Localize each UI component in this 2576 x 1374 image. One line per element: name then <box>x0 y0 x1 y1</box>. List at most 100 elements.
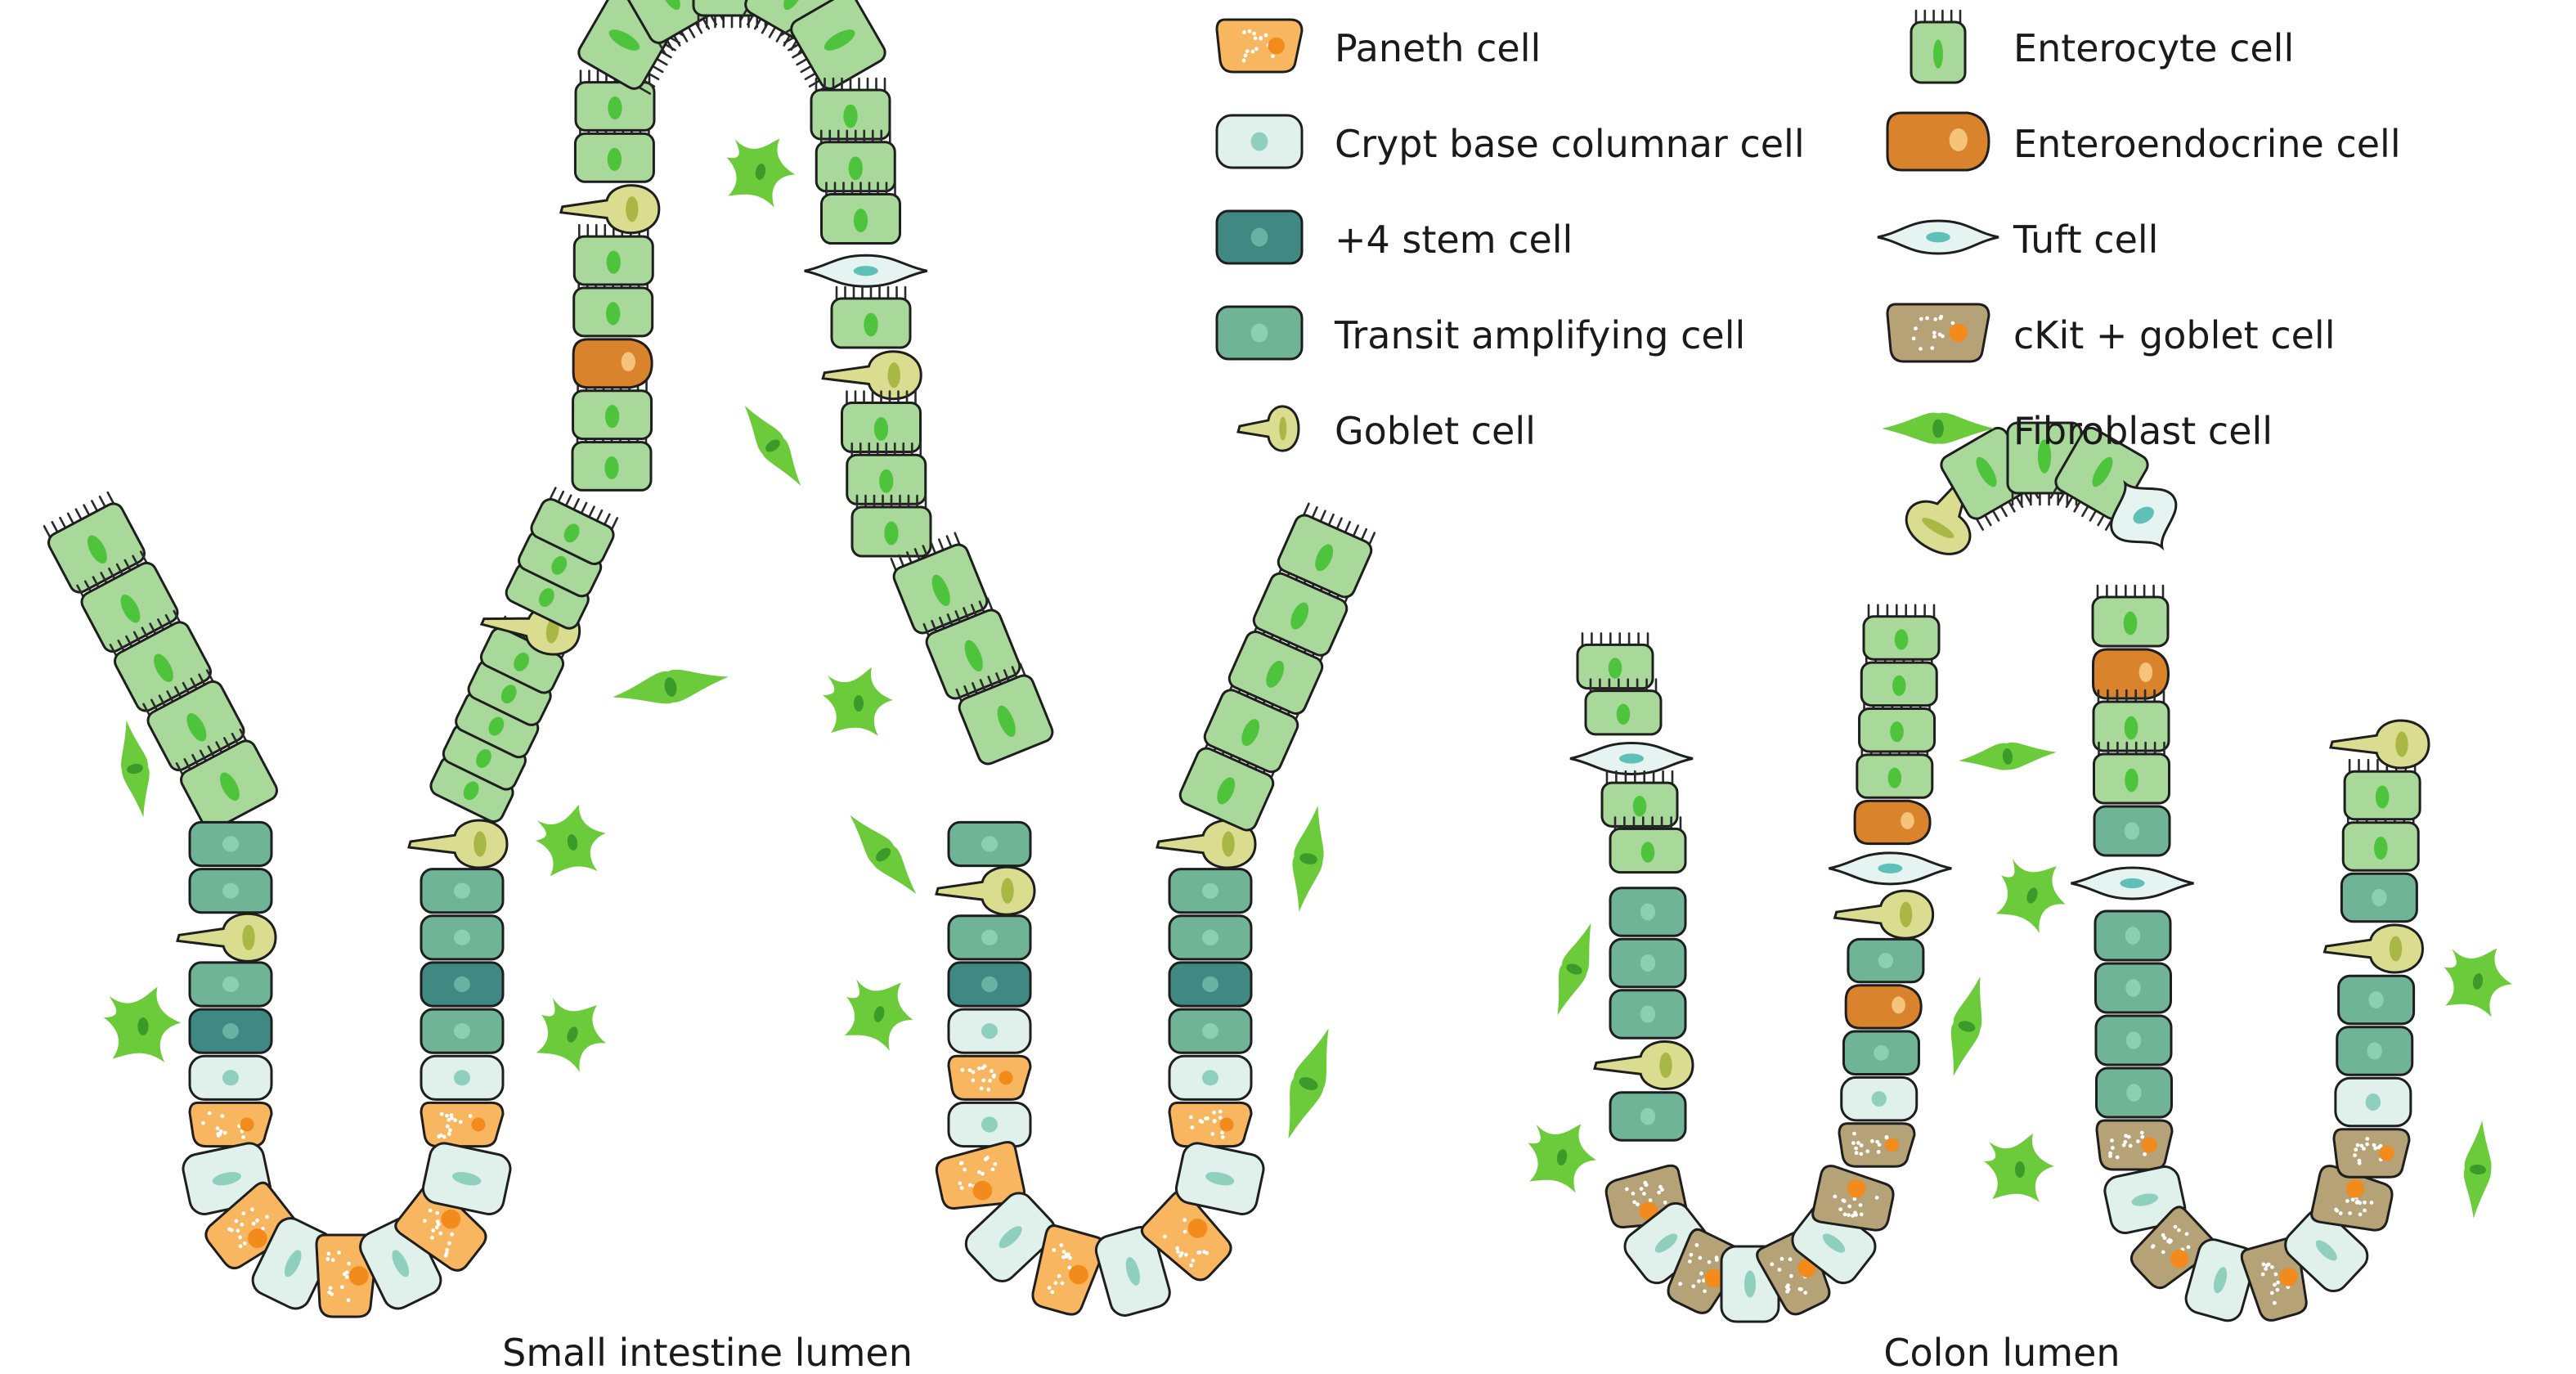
cell-ta-104 <box>1842 1030 1920 1075</box>
cell-enteroendocrine-109 <box>1853 799 1932 846</box>
cell-enterocyte-119 <box>2091 584 2170 648</box>
cell-ta-127 <box>2094 1014 2173 1066</box>
cell-stem-70 <box>1168 961 1253 1008</box>
fibroblast-6 <box>613 669 729 704</box>
fibroblast-10 <box>1292 806 1324 912</box>
cell-ckit-101 <box>1811 1165 1895 1232</box>
cell-enterocyte-86 <box>1584 678 1663 736</box>
fibroblast-4 <box>726 138 796 208</box>
cell-ckit-129 <box>2095 1119 2174 1171</box>
caption-small-intestine-lumen: Small intestine lumen <box>502 1331 913 1374</box>
cell-ta-17 <box>420 868 505 914</box>
cell-ta-138 <box>2336 1026 2414 1076</box>
fibroblast-7 <box>823 667 893 736</box>
enterocyte-icon <box>1910 9 1967 84</box>
cell-enterocyte-58 <box>922 597 1021 700</box>
cell-enterocyte-59 <box>955 662 1054 766</box>
cell-enterocyte-56 <box>850 494 932 558</box>
cell-paneth-76 <box>1031 1224 1106 1316</box>
fibroblast-8 <box>850 815 917 895</box>
cell-ta-139 <box>2337 974 2416 1026</box>
cell-tuft-108 <box>1829 851 1952 886</box>
enteroendocrine-icon <box>1886 111 1990 172</box>
fibroblast-18 <box>2444 948 2513 1017</box>
cell-ta-123 <box>2093 805 2171 857</box>
cell-goblet-61 <box>935 865 1036 916</box>
fibroblast-11 <box>1288 1028 1329 1139</box>
cell-cbc-79 <box>1174 1142 1265 1215</box>
cell-enteroendocrine-105 <box>1844 984 1923 1030</box>
cell-enterocyte-54 <box>841 390 922 454</box>
cell-enterocyte-48 <box>810 77 891 141</box>
cell-stem-9 <box>188 1008 273 1054</box>
fibroblast-1 <box>103 986 182 1062</box>
cell-ta-60 <box>947 820 1032 868</box>
cell-cbc-13 <box>420 1054 505 1101</box>
cell-cbc-77 <box>1094 1226 1171 1317</box>
cell-paneth-11 <box>188 1101 273 1148</box>
cell-ckit-133 <box>2240 1237 2308 1322</box>
paneth-icon <box>1215 18 1304 74</box>
legend-label-ta: Transit amplifying cell <box>1334 313 1745 357</box>
cell-ta-71 <box>1168 914 1253 961</box>
cell-ta-126 <box>2094 962 2172 1014</box>
cell-goblet-18 <box>407 819 509 869</box>
cell-ta-16 <box>420 914 505 961</box>
cell-goblet-107 <box>1833 889 1935 940</box>
tissue-layer <box>43 0 2513 1323</box>
cell-paneth-12 <box>420 1101 505 1148</box>
cell-enterocyte-42 <box>574 70 656 132</box>
cell-enterocyte-113 <box>1862 604 1941 661</box>
cell-ckit-136 <box>2332 1128 2411 1179</box>
fibroblast-3 <box>535 804 606 877</box>
fibroblast-17 <box>1984 1134 2054 1202</box>
cell-paneth-67 <box>1168 1101 1253 1148</box>
cell-enterocyte-57 <box>890 532 989 635</box>
cell-enterocyte-88 <box>1600 770 1679 828</box>
cell-goblet-73 <box>1156 819 1257 869</box>
cell-goblet-140 <box>2322 923 2425 974</box>
cell-enterocyte-121 <box>2092 689 2170 752</box>
cell-enterocyte-49 <box>815 129 896 193</box>
legend-label-tuft: Tuft cell <box>2013 218 2158 262</box>
legend-label-enterocyte: Enterocyte cell <box>2013 26 2294 70</box>
legend-label-stem: +4 stem cell <box>1335 218 1573 262</box>
cell-enterocyte-41 <box>573 121 655 183</box>
fibroblast-13 <box>1528 1124 1597 1193</box>
cell-ta-141 <box>2340 872 2418 923</box>
cell-cbc-130 <box>2103 1165 2187 1234</box>
cell-enterocyte-55 <box>846 442 927 505</box>
cell-enterocyte-52 <box>830 285 912 349</box>
fibroblast-14 <box>1959 742 2057 770</box>
cell-cbc-10 <box>188 1054 273 1101</box>
cell-stem-63 <box>947 961 1032 1008</box>
caption-colon-lumen: Colon lumen <box>1883 1331 2120 1374</box>
cell-enterocyte-89 <box>1609 816 1687 874</box>
cell-cbc-132 <box>2184 1238 2256 1322</box>
cell-goblet-40 <box>559 184 661 235</box>
ckit-icon <box>1886 303 1990 363</box>
cell-enterocyte-84 <box>1277 502 1376 599</box>
cell-enteroendocrine-37 <box>572 338 653 389</box>
cell-enterocyte-50 <box>820 182 901 245</box>
tuft-icon <box>1877 219 1999 255</box>
cell-cbc-25 <box>421 1142 512 1215</box>
cell-goblet-144 <box>2329 719 2430 770</box>
cell-cbc-64 <box>947 1008 1032 1054</box>
cell-ta-8 <box>188 961 273 1008</box>
cell-enterocyte-4 <box>175 728 278 831</box>
legend-icons <box>1215 9 1999 452</box>
fibroblast-icon <box>1882 412 1995 444</box>
cell-ckit-102 <box>1838 1122 1916 1168</box>
cell-ta-69 <box>1168 1008 1253 1054</box>
cell-cbc-21 <box>251 1217 334 1310</box>
cell-ta-90 <box>1609 887 1687 937</box>
goblet-icon <box>1236 405 1300 452</box>
cbc-icon <box>1215 114 1304 169</box>
cell-cbc-68 <box>1168 1054 1253 1101</box>
cell-enterocyte-143 <box>2343 758 2421 821</box>
legend-label-fibroblast: Fibroblast cell <box>2013 409 2273 453</box>
fibroblast-0 <box>121 720 150 818</box>
cell-enterocyte-44 <box>622 0 725 56</box>
